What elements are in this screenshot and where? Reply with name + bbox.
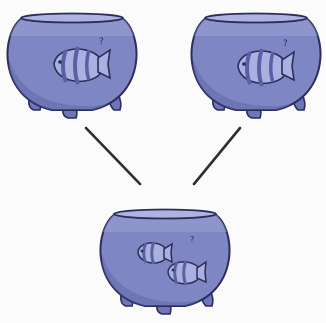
connector-line-left: [86, 128, 140, 184]
fishbowl-top-left: ?: [0, 14, 150, 121]
bubble: ?: [99, 37, 104, 47]
bowl-rim: [205, 14, 307, 23]
bowl-rim: [114, 210, 216, 219]
fishbowl-bottom: ?: [90, 210, 240, 317]
bubble: ?: [190, 235, 194, 244]
bowl-rim: [21, 14, 123, 23]
connector-line-right: [194, 128, 240, 184]
fishbowl-top-right: ?: [180, 14, 326, 121]
bubble: ?: [283, 39, 288, 49]
